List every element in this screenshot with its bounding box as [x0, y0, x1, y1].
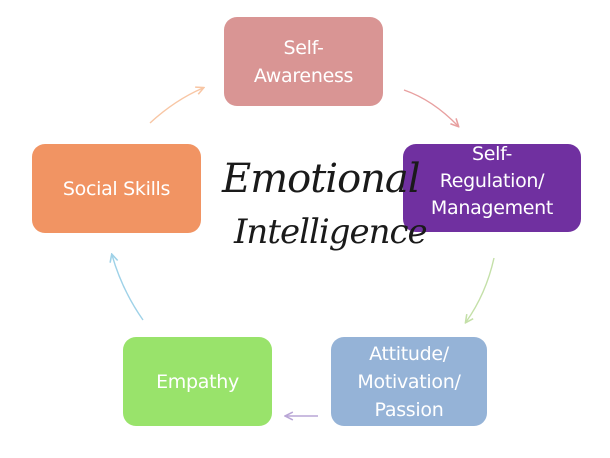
node-label: Self- Regulation/ Management — [430, 144, 554, 219]
center-title-line1: Emotional — [222, 156, 421, 202]
node-label: Empathy — [156, 370, 239, 393]
node-label: Self- Awareness — [253, 36, 354, 87]
node-empathy: Empathy — [123, 337, 272, 426]
arrow-social-to-awareness — [149, 88, 203, 124]
center-title-line2: Intelligence — [234, 212, 428, 252]
arrow-empathy-to-social — [112, 255, 144, 321]
arrow-awareness-to-regulation — [403, 89, 458, 126]
arrow-regulation-to-attitude — [466, 257, 495, 322]
node-self-regulation: Self- Regulation/ Management — [403, 144, 581, 232]
node-label: Attitude/ Motivation/ Passion — [357, 342, 461, 421]
node-label: Social Skills — [62, 177, 171, 200]
center-title: Emotional Intelligence — [212, 150, 428, 270]
node-self-awareness: Self- Awareness — [224, 17, 383, 106]
node-attitude-motivation: Attitude/ Motivation/ Passion — [331, 337, 487, 426]
node-social-skills: Social Skills — [32, 144, 201, 233]
